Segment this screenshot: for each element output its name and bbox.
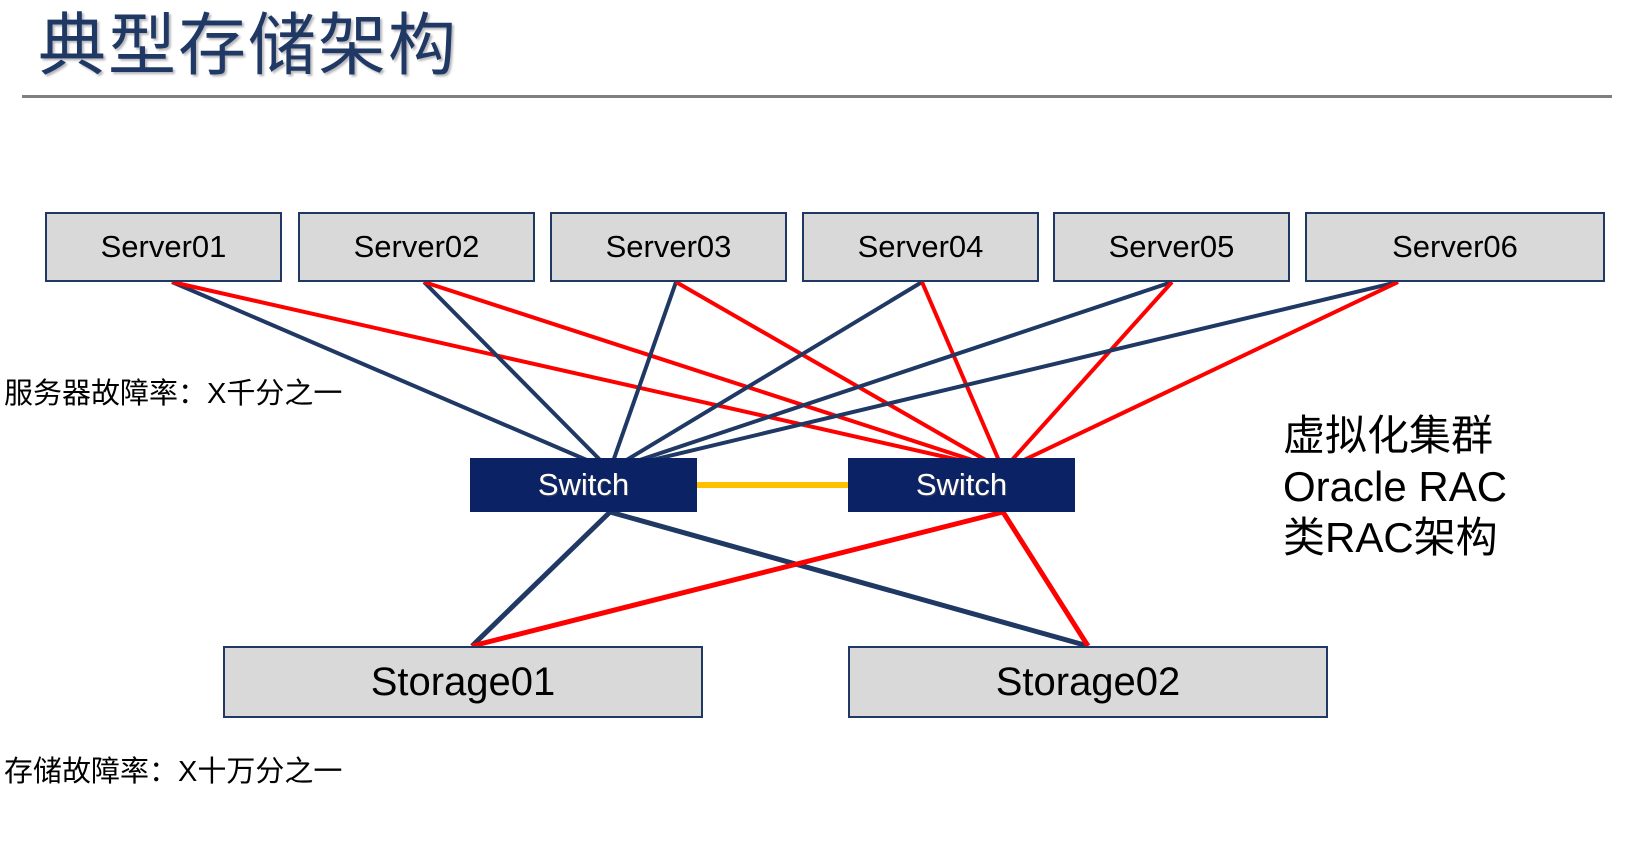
server-failure-rate-label: 服务器故障率：X千分之一 xyxy=(4,378,343,410)
server-node-2[interactable]: Server02 xyxy=(298,212,535,282)
link-server01-to-switch2 xyxy=(171,280,1004,472)
link-server04-to-switch1 xyxy=(608,280,924,472)
link-server05-to-switch2 xyxy=(1001,280,1174,472)
storage-node-2[interactable]: Storage02 xyxy=(848,646,1328,718)
cluster-note: 虚拟化集群 Oracle RAC 类RAC架构 xyxy=(1283,410,1507,563)
server-node-3[interactable]: Server03 xyxy=(550,212,787,282)
title-divider xyxy=(22,95,1612,98)
server-node-label: Server06 xyxy=(1392,229,1518,264)
server-node-4[interactable]: Server04 xyxy=(802,212,1039,282)
cluster-note-line-1: 虚拟化集群 xyxy=(1283,412,1494,459)
server-node-1[interactable]: Server01 xyxy=(45,212,282,282)
link-server05-to-switch1 xyxy=(609,280,1173,472)
cluster-note-line-3: 类RAC架构 xyxy=(1283,514,1498,561)
storage-node-label: Storage02 xyxy=(995,659,1181,704)
server-node-label: Server03 xyxy=(605,229,732,264)
link-server02-to-switch2 xyxy=(423,280,1004,472)
server-node-label: Server04 xyxy=(857,229,984,264)
link-server06-to-switch2 xyxy=(1002,280,1399,472)
link-switch2-to-storage02 xyxy=(1000,510,1091,648)
link-server03-to-switch2 xyxy=(675,280,1004,472)
link-switch1-to-storage01 xyxy=(470,510,612,648)
storage-failure-rate-label: 存储故障率：X十万分之一 xyxy=(4,756,343,788)
storage-node-label: Storage01 xyxy=(370,659,556,704)
link-server01-to-switch1 xyxy=(171,280,611,472)
server-node-5[interactable]: Server05 xyxy=(1053,212,1290,282)
switch-node-label: Switch xyxy=(915,467,1008,502)
switch-node-2[interactable]: Switch xyxy=(848,458,1075,512)
server-node-label: Server05 xyxy=(1108,229,1235,264)
switch-node-label: Switch xyxy=(537,467,630,502)
link-server04-to-switch2 xyxy=(920,281,1005,471)
server-node-label: Server01 xyxy=(100,229,227,264)
switch-to-storage-links xyxy=(470,509,1091,649)
link-server02-to-switch1 xyxy=(422,280,612,472)
server-to-switch-links xyxy=(171,280,1399,472)
server-node-6[interactable]: Server06 xyxy=(1305,212,1605,282)
link-switch2-to-storage01 xyxy=(471,509,1004,649)
link-server06-to-switch1 xyxy=(609,280,1399,472)
storage-node-1[interactable]: Storage01 xyxy=(223,646,703,718)
switch-node-1[interactable]: Switch xyxy=(470,458,697,512)
page-title: 典型存储架构 xyxy=(38,8,459,84)
server-node-label: Server02 xyxy=(353,229,480,264)
link-server03-to-switch1 xyxy=(608,281,678,471)
link-switch1-to-storage02 xyxy=(609,509,1089,649)
cluster-note-line-2: Oracle RAC xyxy=(1283,463,1508,510)
